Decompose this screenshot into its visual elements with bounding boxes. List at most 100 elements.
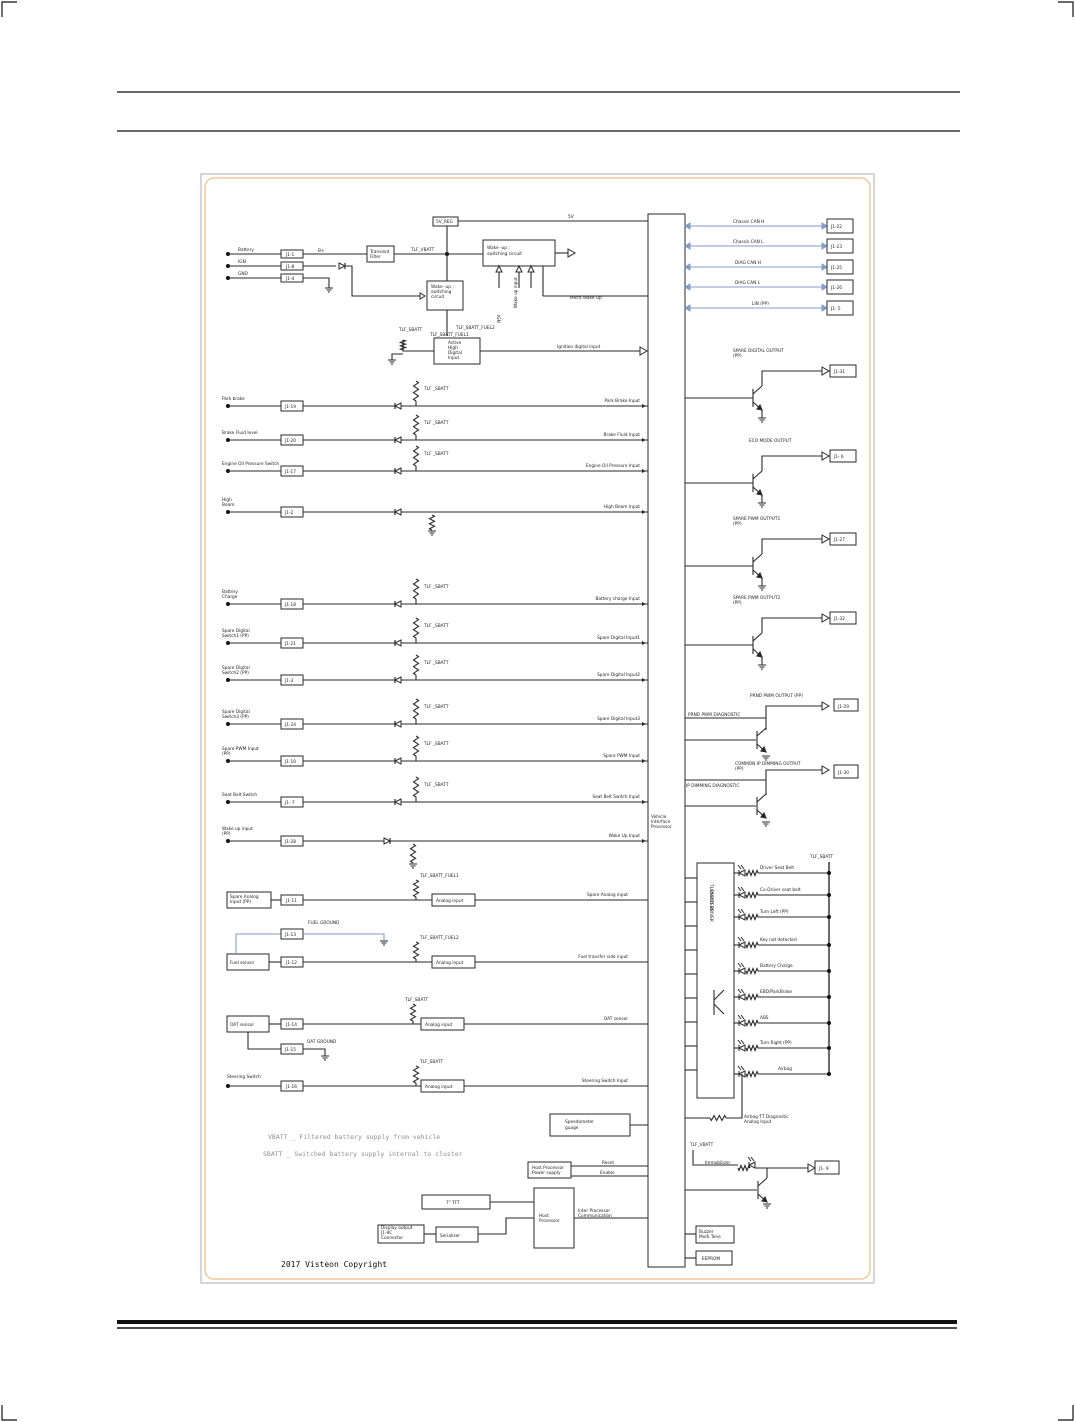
led-resistor-icon xyxy=(745,891,759,899)
output-label: SPARE PWM OUTPUT2 xyxy=(733,595,780,601)
serializer-out-wire xyxy=(478,1217,534,1235)
pulldown-resistor-icon xyxy=(409,843,417,864)
pullup-resistor-icon xyxy=(412,1065,420,1084)
connector-pin-label: J1-24 xyxy=(284,722,296,728)
led-supply-dot xyxy=(827,893,831,897)
pullup-resistor-icon xyxy=(412,578,420,600)
led-ray xyxy=(737,908,742,914)
input-arrow-icon xyxy=(642,839,646,843)
input-signal-label: Seat Belt Switch Input xyxy=(592,794,640,800)
led-ray xyxy=(740,988,745,994)
led-ray xyxy=(740,1039,745,1045)
output-collector-wire xyxy=(761,455,822,471)
active-high-label: Digital xyxy=(448,350,462,356)
led-resistor-icon xyxy=(745,869,759,877)
sensor-label: Steering Switch xyxy=(227,1074,261,1080)
fuel-ground-label: FUEL GROUND xyxy=(308,920,340,926)
immobilizer-transistor-icon xyxy=(757,1177,768,1203)
led-ray xyxy=(747,1156,752,1162)
figure-frame-inner xyxy=(204,177,871,1280)
input-arrow-icon xyxy=(642,469,646,473)
input-signal-label: High Beam Input xyxy=(604,504,640,510)
input-source-label: Spare Digital xyxy=(222,709,250,715)
input-source-label: Spare Digital xyxy=(222,665,250,671)
led-icon xyxy=(737,864,746,877)
led-resistor-icon xyxy=(745,993,759,1001)
active-high-resistor-icon xyxy=(398,339,408,351)
pullup-label: TLF_SBATT xyxy=(419,1059,443,1065)
connector-pin-box xyxy=(814,1160,840,1175)
host-processor-block xyxy=(533,1187,575,1249)
host-processor-label: Processor xyxy=(539,1218,560,1224)
input-source-label: Switch2 (PP) xyxy=(222,670,249,676)
connector-pin-label: J1-3 xyxy=(284,678,294,684)
connector-pin-label: J1-28 xyxy=(284,839,296,845)
transistor-collector xyxy=(756,727,767,737)
output-gnd-icon xyxy=(758,664,766,670)
dimming-transistor-icon xyxy=(756,793,767,819)
pullup-resistor-icon xyxy=(412,941,420,960)
pullup-label: TLF _SBATT xyxy=(423,704,449,710)
pullup-resistor-icon xyxy=(409,1003,417,1022)
inter-proc-label: Communication xyxy=(578,1213,612,1219)
dimming-buffer-icon xyxy=(821,765,831,775)
pullup-resistor-icon xyxy=(412,654,420,676)
connector-pin-label: J1-4 xyxy=(285,276,295,282)
pulldown-gnd-icon xyxy=(409,863,417,869)
input-source-label: Charge xyxy=(222,594,238,600)
micro-wake-label: Micro Wake Up xyxy=(570,295,602,301)
fuel2-label: TLF_SBATT_FUEL2 xyxy=(455,325,495,331)
wake-small-label: Wake -up ; xyxy=(431,284,454,290)
active-high-label: Input xyxy=(448,355,459,361)
led-ray xyxy=(737,864,742,870)
led-supply-dot xyxy=(827,1046,831,1050)
connector-pin-label: J1-8 xyxy=(285,264,295,270)
fuel-ground-wire xyxy=(303,933,385,941)
reset-label: Reset xyxy=(602,1160,614,1166)
led-resistor-icon xyxy=(745,1019,759,1027)
input-source-label: High xyxy=(222,497,232,503)
output-transistor-icon xyxy=(752,385,763,411)
led-ray xyxy=(740,886,745,892)
sensor-label: OAT sensor xyxy=(230,1022,254,1028)
oat-ground-wire xyxy=(303,1048,326,1056)
power-input-label: Battery xyxy=(238,247,254,253)
regulator-label: 5V_REG xyxy=(436,219,453,225)
sensor-label: Spare Analog xyxy=(230,894,259,900)
led-resistor-icon xyxy=(745,1070,759,1078)
wake-vertical-label: Wake up input xyxy=(513,277,519,308)
led-label: ABS xyxy=(760,1015,769,1021)
input-arrow-icon xyxy=(642,722,646,726)
connector-pin-box xyxy=(826,300,854,316)
led-ray xyxy=(740,908,745,914)
input-arrow-icon xyxy=(642,800,646,804)
diode-body xyxy=(383,837,392,845)
led-ray xyxy=(737,962,742,968)
pullup-resistor-icon xyxy=(412,445,420,467)
can-signal-label: DIAG CAN H xyxy=(735,260,761,266)
display-output-label: Connector xyxy=(381,1235,403,1241)
dimming-diag-label: IP DIMMING DIAGNOSTIC xyxy=(686,783,739,789)
input-arrow-icon xyxy=(642,759,646,763)
led-ray xyxy=(740,962,745,968)
vehicle-interface-processor xyxy=(647,213,686,1268)
pullup-resistor-icon xyxy=(412,617,420,639)
led-ray xyxy=(737,936,742,942)
transistor-collector xyxy=(752,470,763,480)
transistor-arrow xyxy=(760,745,767,753)
connector-pin-label: J1-22 xyxy=(830,224,842,230)
connector-pin-label: J1-30 xyxy=(837,770,849,776)
input-signal-label: Park Brake Input xyxy=(605,398,641,404)
dimming-wire xyxy=(765,769,822,795)
oat-ground-wire xyxy=(247,1032,281,1050)
connector-pin-label: J1- 9 xyxy=(818,1166,829,1172)
led-label: Key not detected xyxy=(760,937,797,943)
led-icon xyxy=(737,1014,746,1027)
connector-pin-box xyxy=(829,449,857,463)
output-gnd-icon xyxy=(758,585,766,591)
output-collector-wire xyxy=(761,538,822,554)
output-buffer-icon xyxy=(821,613,831,623)
gnd-icon xyxy=(325,287,333,293)
input-arrow-icon xyxy=(642,641,646,645)
